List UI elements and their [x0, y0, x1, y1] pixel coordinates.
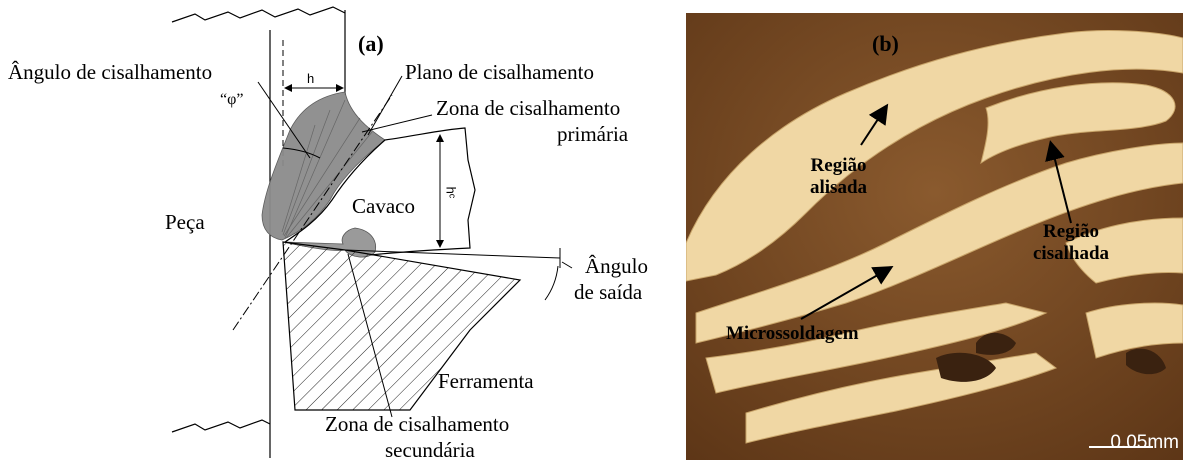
panel-a-letter: (a) [358, 33, 384, 55]
h-label: h [307, 72, 314, 85]
sheared-region-arrow [1051, 144, 1071, 223]
sheared-region-label-1: Região [1033, 221, 1109, 243]
primary-zone-label-1: Zona de cisalhamento [436, 98, 620, 119]
rake-angle-arc [545, 266, 558, 300]
smoothed-region-arrow [861, 107, 886, 145]
phi-label: “φ” [220, 92, 243, 108]
micrograph-panel: (b) Região alisada Região cisalhada Micr… [686, 13, 1183, 460]
rake-angle-label-1: Ângulo [585, 256, 648, 277]
secondary-zone-label-1: Zona de cisalhamento [325, 414, 509, 435]
scale-label: 0.05mm [1110, 432, 1179, 454]
tool-label: Ferramenta [438, 371, 534, 392]
smoothed-region-label-2: alisada [810, 177, 867, 199]
workpiece-bottom-break-line [172, 420, 270, 432]
primary-zone-label-2: primária [557, 124, 628, 145]
sheared-region-label: Região cisalhada [1033, 221, 1109, 265]
secondary-zone-label-2: secundária [385, 440, 475, 461]
microweld-label: Microssoldagem [726, 323, 859, 345]
cutting-schematic-panel: (a) Ângulo de cisalhamento “φ” h Plano d… [0, 0, 680, 461]
chip-thickness-label: hᶜ [444, 187, 457, 199]
shear-plane-label: Plano de cisalhamento [405, 62, 594, 83]
microweld-arrow [801, 268, 890, 319]
shear-angle-label: Ângulo de cisalhamento [8, 62, 212, 83]
workpiece-top-break-line [172, 7, 345, 22]
workpiece-label: Peça [165, 212, 205, 233]
sheared-region-label-2: cisalhada [1033, 243, 1109, 265]
chip-label: Cavaco [352, 196, 415, 217]
smoothed-region-label-1: Região [810, 155, 867, 177]
smoothed-region-label: Região alisada [810, 155, 867, 199]
rake-angle-leader [562, 262, 572, 268]
primary-zone-leader [362, 115, 432, 132]
rake-angle-label-2: de saída [574, 282, 642, 303]
